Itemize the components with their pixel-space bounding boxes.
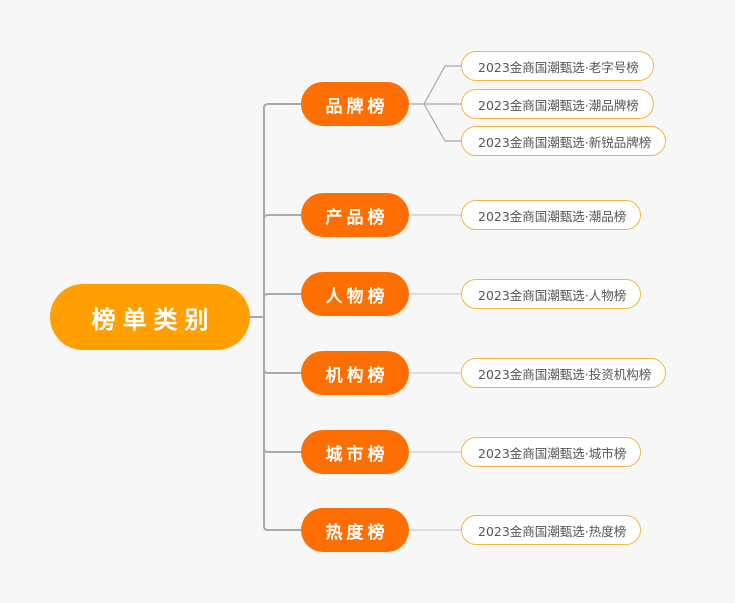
trunk-vertical: [263, 108, 301, 531]
category-person[interactable]: 人物榜: [301, 272, 409, 316]
leaf-institution[interactable]: 2023金商国潮甄选·投资机构榜: [461, 358, 667, 388]
branch-city: [263, 447, 301, 453]
branch-institution: [263, 368, 301, 374]
leaf-city[interactable]: 2023金商国潮甄选·城市榜: [461, 437, 642, 467]
leaf-heat[interactable]: 2023金商国潮甄选·热度榜: [461, 515, 642, 545]
category-brand[interactable]: 品牌榜: [301, 82, 409, 126]
category-institution[interactable]: 机构榜: [301, 351, 409, 395]
leaf-brand-emerging[interactable]: 2023金商国潮甄选·新锐品牌榜: [461, 126, 667, 156]
root-node[interactable]: 榜单类别: [50, 284, 250, 350]
leaf-person[interactable]: 2023金商国潮甄选·人物榜: [461, 279, 642, 309]
trunk-line: [263, 103, 301, 109]
leaf-product[interactable]: 2023金商国潮甄选·潮品榜: [461, 200, 642, 230]
leaf-brand-heritage[interactable]: 2023金商国潮甄选·老字号榜: [461, 51, 654, 81]
category-city[interactable]: 城市榜: [301, 430, 409, 474]
branch-person: [263, 293, 301, 299]
branch-product: [263, 214, 301, 220]
leaf-line-brand-1: [409, 65, 461, 105]
category-product[interactable]: 产品榜: [301, 193, 409, 237]
leaf-line-brand-3: [423, 103, 461, 142]
category-heat[interactable]: 热度榜: [301, 508, 409, 552]
leaf-brand-trendy[interactable]: 2023金商国潮甄选·潮品牌榜: [461, 89, 654, 119]
